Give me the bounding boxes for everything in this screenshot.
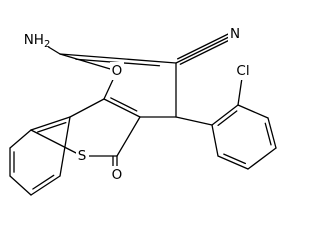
chemical-structure-diagram: NH2 O N Cl S O — [9, 25, 277, 196]
aryl-double-bond — [217, 110, 238, 127]
amino-group: NH2 — [24, 31, 51, 50]
pyran-double-bond — [110, 97, 138, 112]
thio-ring-bond — [30, 129, 83, 157]
aryl-link-bond — [175, 116, 213, 126]
thio-sulfur-atom: S — [76, 147, 89, 165]
benzo-bond — [9, 175, 32, 196]
nitrile-bond — [175, 33, 236, 64]
aryl-bond — [267, 117, 277, 149]
nitrile-triple-bond — [179, 37, 235, 65]
carbonyl-oxygen-atom: O — [110, 166, 124, 184]
bond-lines — [9, 32, 277, 196]
chlorine-label: Cl — [236, 63, 249, 79]
pyran-bond — [59, 53, 177, 64]
chlorine-atom: Cl — [233, 62, 253, 80]
thio-sulfur-label: S — [78, 148, 87, 164]
aryl-bond — [211, 104, 239, 126]
thio-ring-bond — [69, 98, 105, 118]
aryl-bond — [237, 104, 269, 119]
amino-label: NH2 — [24, 32, 51, 50]
nitrile-nitrogen-label: N — [230, 26, 240, 42]
aryl-bond — [247, 147, 277, 170]
nitrile-triple-bond — [176, 32, 232, 60]
aryl-bond — [211, 124, 219, 157]
carbonyl-oxygen-label: O — [112, 167, 123, 183]
pyran-bond — [59, 53, 118, 72]
benzo-bond — [30, 175, 61, 196]
pyran-bond — [103, 98, 141, 118]
aryl-double-bond — [223, 153, 247, 165]
benzo-bond — [9, 129, 32, 149]
benzo-double-bond — [32, 174, 55, 190]
aryl-bond — [217, 155, 249, 170]
benzo-bond — [59, 116, 71, 177]
ring-oxygen-label: O — [112, 63, 123, 79]
thio-ring-bond — [116, 116, 141, 157]
benzo-bond — [30, 116, 71, 131]
benzo-double-bond — [37, 121, 67, 133]
aryl-double-bond — [264, 122, 272, 146]
nitrile-nitrogen-atom: N — [228, 25, 242, 43]
ring-oxygen-atom: O — [110, 62, 124, 80]
